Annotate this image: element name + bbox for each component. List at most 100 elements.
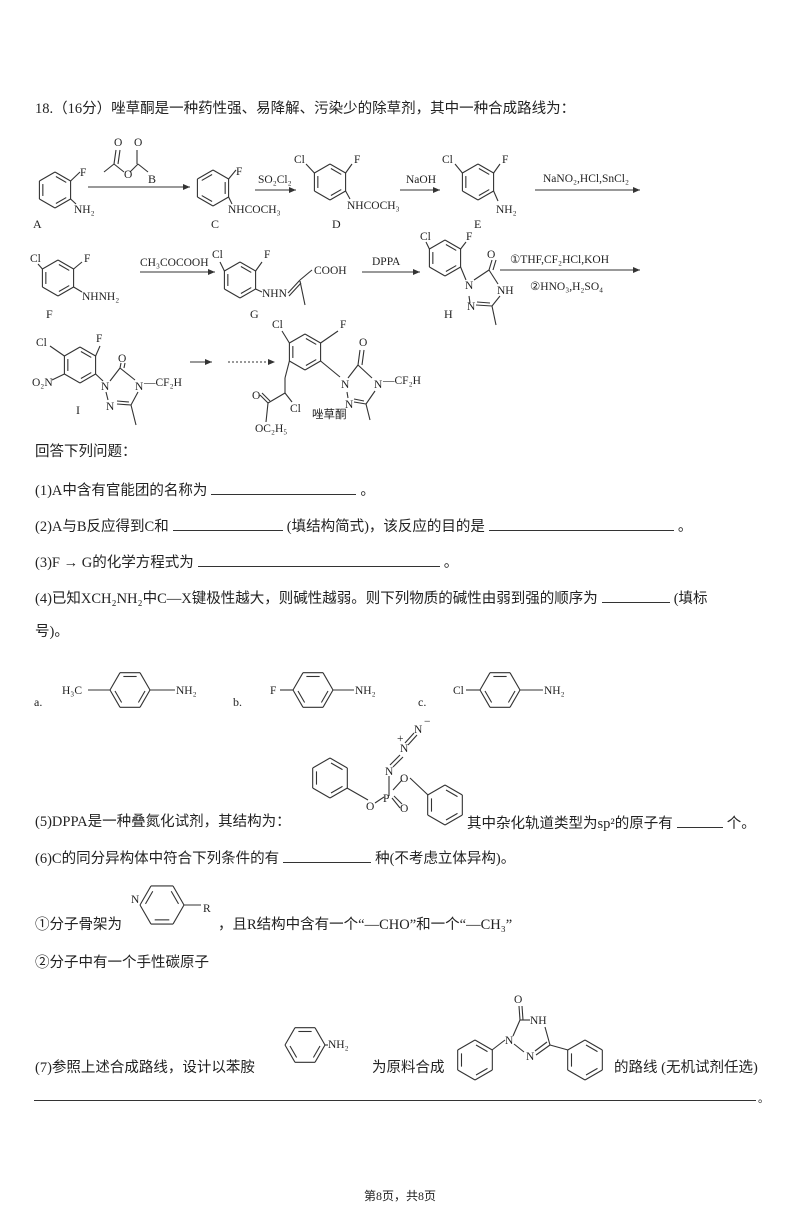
atom-label: —CF₂H (382, 375, 421, 387)
q2-structure-blank[interactable] (172, 516, 283, 531)
page-footer: 第8页，共8页 (363, 1189, 436, 1203)
q5-count-blank[interactable] (676, 813, 723, 828)
ring-bond (197, 169, 214, 180)
q2-mid: (填结构简式)，该反应的目的是 (286, 519, 485, 535)
bond (116, 400, 130, 403)
bond (389, 754, 401, 766)
atom-label: F (236, 166, 242, 178)
ring-bond (292, 689, 304, 708)
option-label-c: c. (418, 695, 426, 709)
bond (95, 373, 104, 382)
compound-label-a: A (33, 217, 42, 231)
bond (113, 149, 117, 165)
q1-answer-blank[interactable] (211, 480, 357, 495)
atom-label: O (514, 994, 522, 1006)
ring-bond (479, 689, 491, 708)
atom-label: O (114, 137, 122, 149)
bond (454, 163, 463, 174)
q2-purpose-blank[interactable] (488, 516, 674, 531)
bond (265, 402, 269, 423)
bond (103, 163, 115, 173)
ring-bond (444, 784, 463, 796)
q4-end: (填标 (673, 591, 708, 607)
aromatic-double-bond (475, 1044, 488, 1053)
compound-label-c: C (211, 217, 219, 231)
arrow-head (183, 184, 190, 190)
ring-bond (474, 1069, 493, 1081)
atom-label: O (134, 137, 142, 149)
bond (361, 349, 365, 366)
bond (37, 263, 43, 270)
ring-bond (429, 239, 446, 250)
bond (219, 261, 225, 272)
atom-label: Cl (36, 337, 47, 349)
atom-label: F (264, 249, 270, 261)
atom-label: Cl (294, 154, 305, 166)
bond (73, 261, 83, 270)
bond (513, 1043, 525, 1053)
ring-bond (457, 1069, 476, 1081)
bond (255, 261, 263, 272)
bond-lines (37, 149, 640, 1081)
ring-bond (239, 288, 256, 299)
aromatic-double-bond (137, 690, 146, 703)
ring-bond (289, 360, 306, 371)
bond (491, 295, 501, 307)
aromatic-double-bond (240, 287, 252, 294)
q3-equation-blank[interactable] (197, 552, 440, 567)
aromatic-double-bond (58, 264, 70, 271)
atom-label: NH₂ (355, 685, 376, 697)
question-1: (1)A中含有官能团的名称为。 (35, 480, 375, 500)
q3-text: (3)F → G的化学方程式为 (35, 555, 194, 571)
ring-bond (64, 346, 81, 357)
q7-period: 。 (758, 1093, 769, 1105)
ring-bond (477, 163, 494, 174)
atom-label: Cl (420, 231, 431, 243)
atom-label: NHCOCH₃ (347, 200, 400, 212)
q6-count-blank[interactable] (283, 848, 372, 863)
ring-bond (57, 259, 74, 270)
bond (129, 163, 139, 173)
bond (113, 163, 125, 173)
question-5: (5)DPPA是一种叠氮化试剂，其结构为： (35, 813, 291, 831)
bond (518, 1005, 521, 1021)
q4-order-blank[interactable] (601, 588, 670, 603)
q7-answer-line[interactable] (34, 1100, 756, 1101)
ring-bond (427, 814, 446, 826)
bond (117, 149, 121, 165)
arrow-head (633, 267, 640, 273)
atom-label: O₂N (32, 377, 53, 389)
bond (460, 266, 467, 281)
aromatic-double-bond (585, 1067, 598, 1076)
q7-mid: 为原料合成 (372, 1060, 445, 1076)
atom-label: O (118, 353, 126, 365)
atom-label: Cl (30, 253, 41, 265)
bond (299, 280, 306, 306)
reagent-label: CH₃COCOOH (140, 257, 209, 269)
atom-label: NHNH₂ (82, 291, 119, 303)
reagent-label: NaNO₂,HCl,SnCl₂ (543, 173, 629, 185)
atom-label: O (124, 169, 132, 181)
compound-label-d: D (332, 217, 341, 231)
compound-label-h: H (444, 307, 453, 321)
bond (281, 330, 290, 344)
ring-bond (212, 169, 229, 180)
bond (119, 367, 136, 381)
bond (345, 163, 353, 174)
bond (119, 362, 122, 369)
bond (299, 269, 313, 281)
q2-text: (2)A与B反应得到C和 (35, 519, 169, 535)
atom-label: NH (497, 285, 514, 297)
aromatic-double-bond (312, 1045, 321, 1058)
ring-bond (509, 672, 521, 691)
arrow-head (413, 269, 420, 275)
arrow-head (268, 359, 275, 365)
atom-label: N (345, 399, 354, 411)
ring-bond (139, 885, 152, 906)
atom-label: O (359, 337, 367, 349)
bond (357, 349, 361, 366)
atom-label: N (374, 379, 383, 391)
aromatic-double-bond (507, 690, 516, 703)
bond (255, 288, 263, 293)
ring-bond (212, 196, 229, 207)
